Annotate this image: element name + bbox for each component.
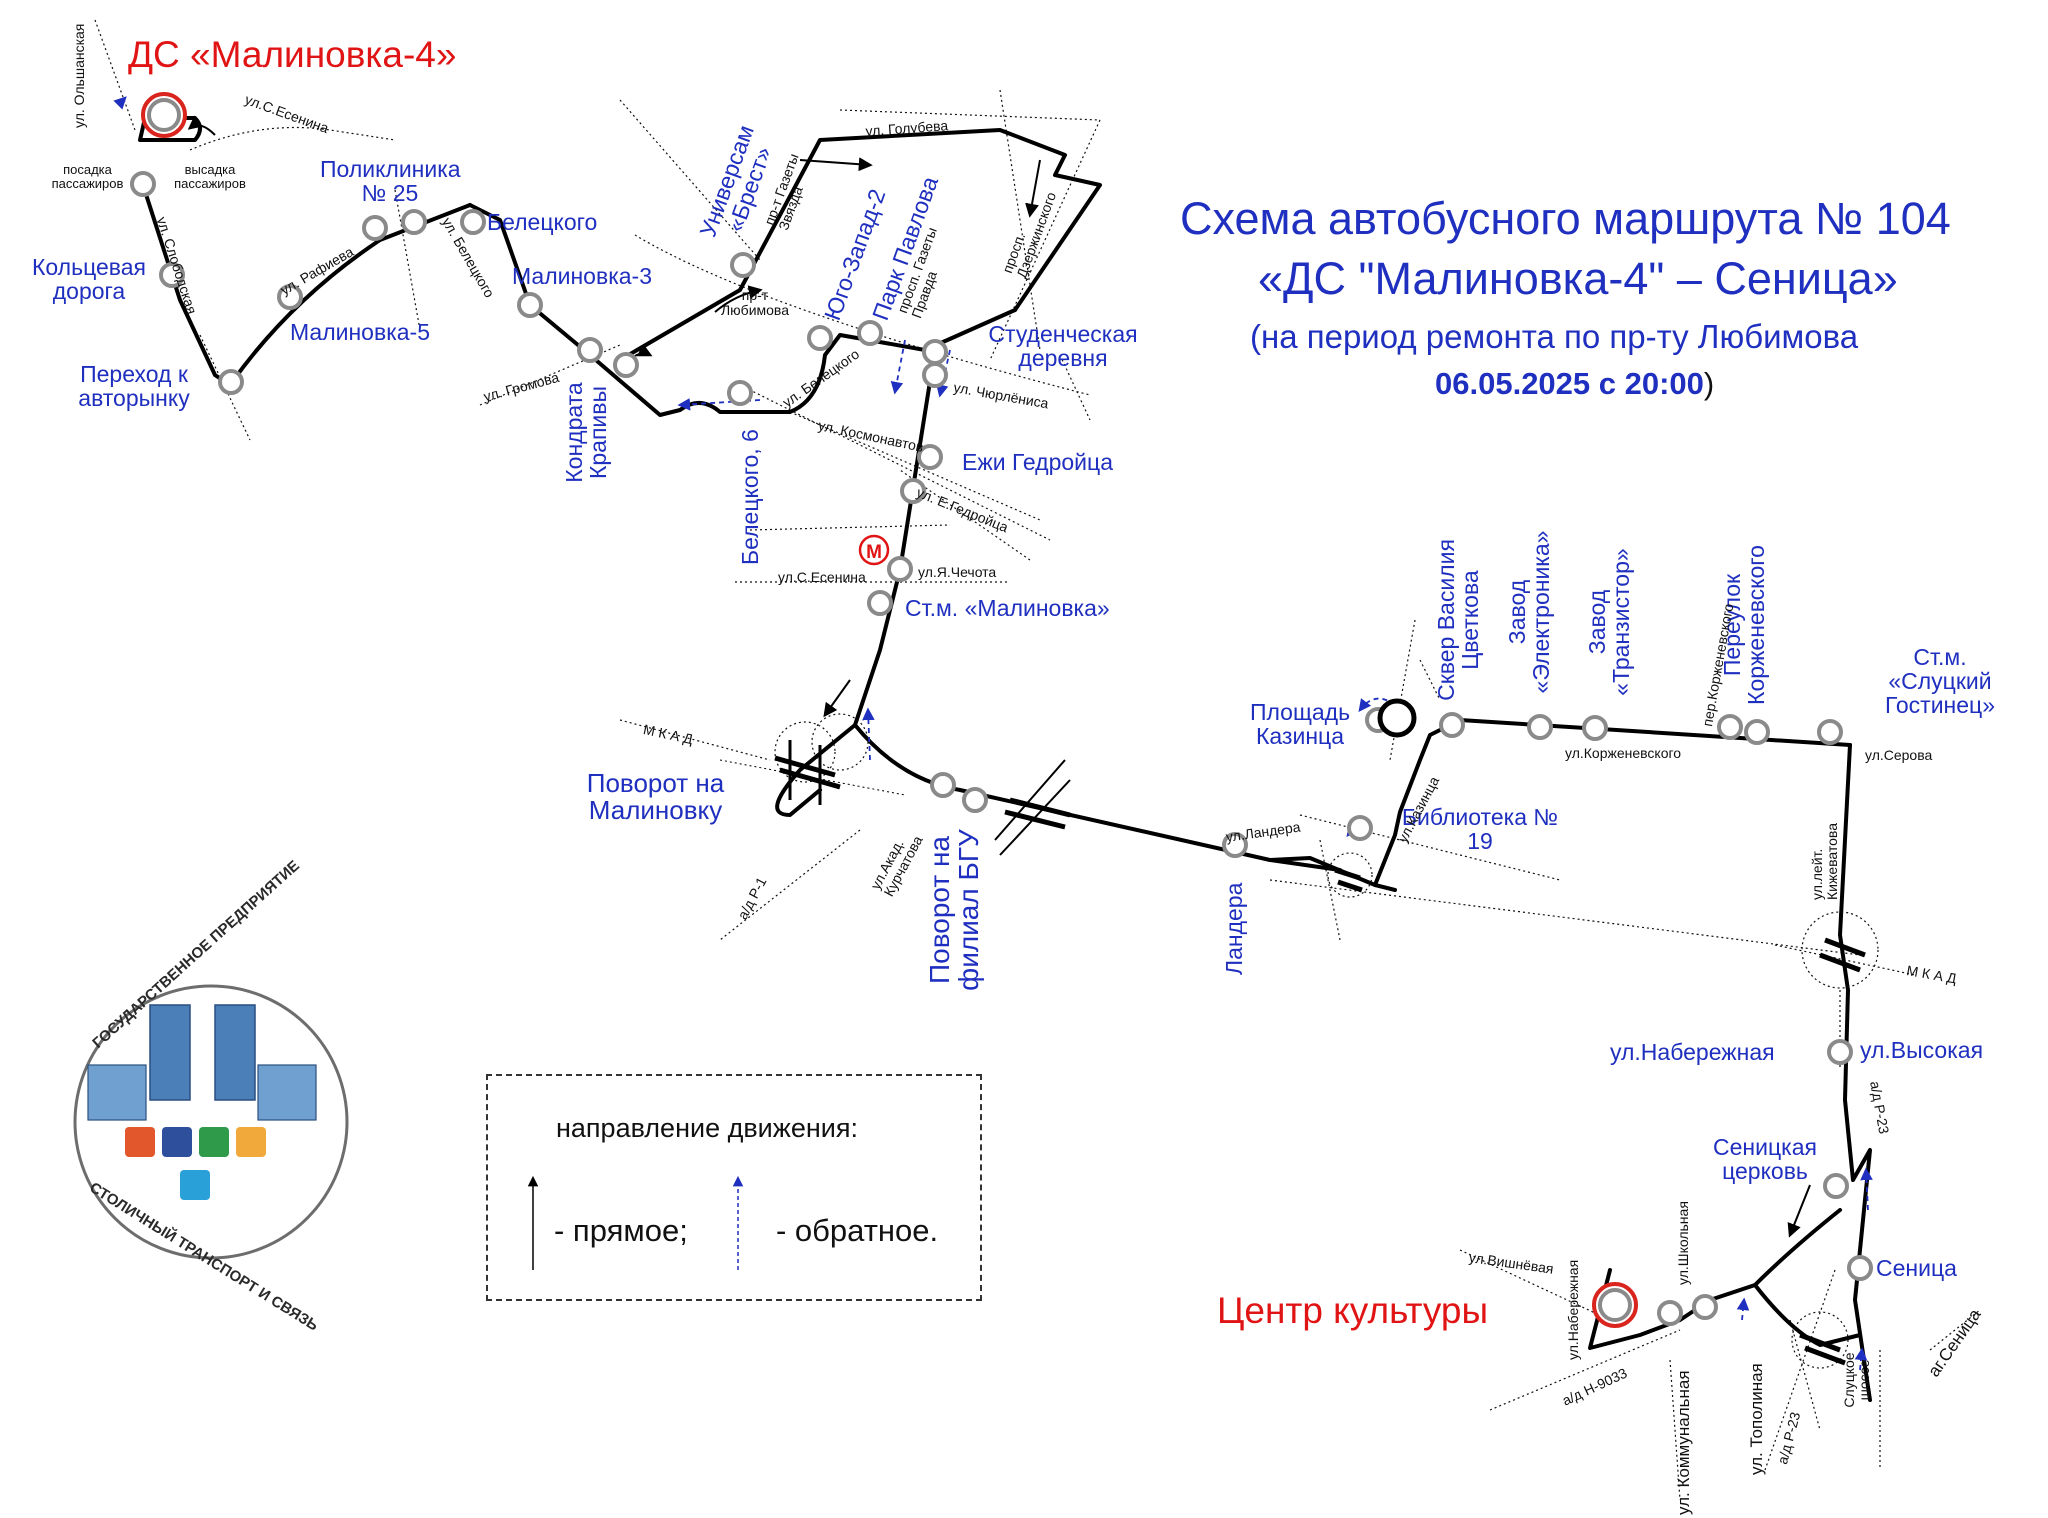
stop-landera: Ландера [1221, 882, 1247, 975]
stop-studencheskaya: Студенческая деревня [988, 321, 1138, 372]
legend-title: направление движения: [556, 1113, 858, 1143]
title-line-4: 06.05.2025 с 20:00) [1435, 366, 1715, 401]
stop-biblioteka: Библиотека № 19 [1401, 804, 1559, 855]
street-vysadka: высадка пассажиров [174, 162, 246, 191]
street-topolinaya: ул. Тополиная [1747, 1363, 1766, 1475]
stop-povorot-malinovka: Поворот на Малиновку [586, 768, 725, 826]
stop-elektronika: Завод «Электроника» [1504, 530, 1555, 694]
metro-icon: M [858, 534, 890, 566]
stop-vysokaya: ул.Высокая [1860, 1037, 1984, 1063]
stop-malinovka5: Малиновка-5 [290, 319, 430, 345]
street-kommunalnaya: ул. Коммунальная [1674, 1370, 1693, 1515]
title-line-3: (на период ремонта по пр-ту Любимова [1250, 318, 1859, 355]
street-kizhevatova: ул.лейт. Кижеватова [1809, 823, 1840, 900]
mkad-interchange-2 [994, 759, 1071, 856]
title-close: ) [1703, 366, 1715, 401]
street-ul-korzhenevskogo: ул.Корженевского [1565, 745, 1682, 761]
stop-poliklinika: Поликлиника № 25 [320, 156, 461, 207]
stop-markers [130, 171, 1873, 1326]
street-slutskoe: Слуцкое шоссе [1841, 1352, 1872, 1408]
legend-arrows [527, 1175, 744, 1270]
logo-emblem [73, 984, 349, 1260]
terminal-start: ДС «Малиновка-4» [128, 34, 457, 75]
stop-kolcevaya: Кольцевая дорога [31, 254, 146, 305]
street-naberezhnaya: ул.Набережная [1565, 1259, 1581, 1360]
stop-stm-malinovka: Ст.м. «Малиновка» [905, 595, 1110, 621]
stop-senica: Сеница [1876, 1255, 1957, 1281]
mkad-interchange-3 [1801, 911, 1879, 989]
legend-box [486, 1074, 982, 1301]
street-lyubimova: пр-т Любимова [720, 287, 789, 318]
street-ul-serova: ул.Серова [1865, 747, 1933, 763]
title-line-1: Схема автобусного маршрута № 104 [1180, 193, 1951, 244]
stop-ploshad: Площадь Казинца [1249, 699, 1351, 750]
legend-reverse: - обратное. [776, 1213, 939, 1248]
stop-slutsky: Ст.м. «Слуцкий Гостинец» [1884, 644, 1996, 719]
stop-kondrata: Кондрата Крапивы [561, 382, 612, 483]
stop-beleckogo6: Белецкого, 6 [737, 429, 763, 565]
title-date: 06.05.2025 с 20:00 [1435, 366, 1704, 401]
stop-ezhi: Ежи Гедройца [962, 449, 1113, 475]
stop-senickaya: Сеницкая церковь [1713, 1134, 1817, 1185]
street-sesenina-2: ул.С.Есенина [778, 569, 866, 585]
street-posadka: посадка пассажиров [51, 162, 124, 191]
legend-forward: - прямое; [554, 1213, 688, 1248]
stop-tranzistor: Завод «Транзистор» [1584, 548, 1635, 696]
title-line-2: «ДС "Малиновка-4" – Сеница» [1258, 253, 1898, 304]
interchange-landera [1327, 852, 1373, 898]
interchange-senica [1791, 1311, 1849, 1369]
stop-naberezhnaya: ул.Набережная [1610, 1039, 1775, 1065]
stop-skver: Сквер Василия Цветкова [1433, 539, 1484, 701]
terminal-end: Центр культуры [1217, 1290, 1489, 1331]
stop-perehod: Переход к авторынку [78, 361, 190, 412]
stop-beleckogo: Белецкого [487, 209, 598, 235]
svg-text:M: M [866, 542, 882, 563]
stop-malinovka3: Малиновка-3 [512, 263, 652, 289]
street-yachechota: ул.Я.Чечота [918, 564, 997, 580]
street-shkolnaya: ул.Школьная [1675, 1201, 1691, 1285]
stop-povorot-bgu: Поворот на филиал БГУ [924, 829, 985, 991]
terminal-markers [141, 92, 1638, 1328]
mkad-interchange-1 [719, 713, 906, 805]
street-olshanskaya: ул. Ольшанская [71, 23, 87, 128]
